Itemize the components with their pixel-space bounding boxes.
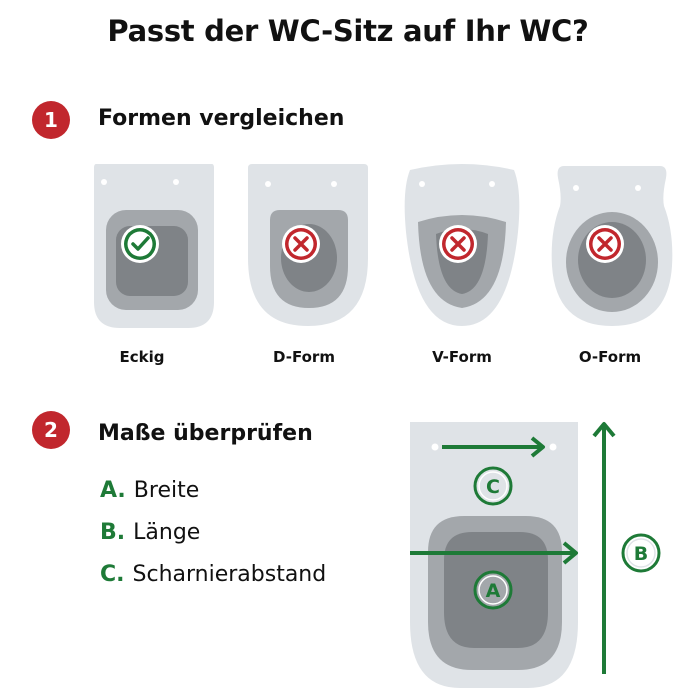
badge-a: A [473,570,513,610]
step-1-badge: 1 [32,101,70,139]
shape-o-form-diagram [551,166,673,326]
shape-label-eckig: Eckig [119,348,165,366]
hinge-distance-arrow [442,436,545,458]
page-title: Passt der WC-Sitz auf Ihr WC? [107,14,589,48]
shape-label-d-form: D-Form [273,348,335,366]
step-2-badge: 2 [32,411,70,449]
check-icon [121,225,159,263]
shape-eckig-diagram [94,164,214,328]
cross-icon [586,225,624,263]
legend-item-c: C.Scharnierabstand [100,562,327,587]
legend-item-a: A.Breite [100,478,200,503]
cross-icon [439,225,477,263]
shape-label-v-form: V-Form [432,348,492,366]
length-arrow [592,422,616,674]
badge-b: B [621,533,661,573]
measurement-diagram: C A B [410,422,661,688]
shape-label-o-form: O-Form [578,348,642,366]
shape-d-form-diagram [248,164,368,326]
badge-c: C [473,466,513,506]
cross-icon [282,225,320,263]
step-1-title: Formen vergleichen [98,106,345,131]
legend-item-b: B.Länge [100,520,201,545]
shape-v-form-diagram [404,164,520,326]
svg-text:B: B [634,543,648,565]
width-arrow [410,541,578,565]
svg-text:C: C [486,476,500,498]
step-2-title: Maße überprüfen [98,421,313,446]
svg-text:A: A [486,580,501,602]
